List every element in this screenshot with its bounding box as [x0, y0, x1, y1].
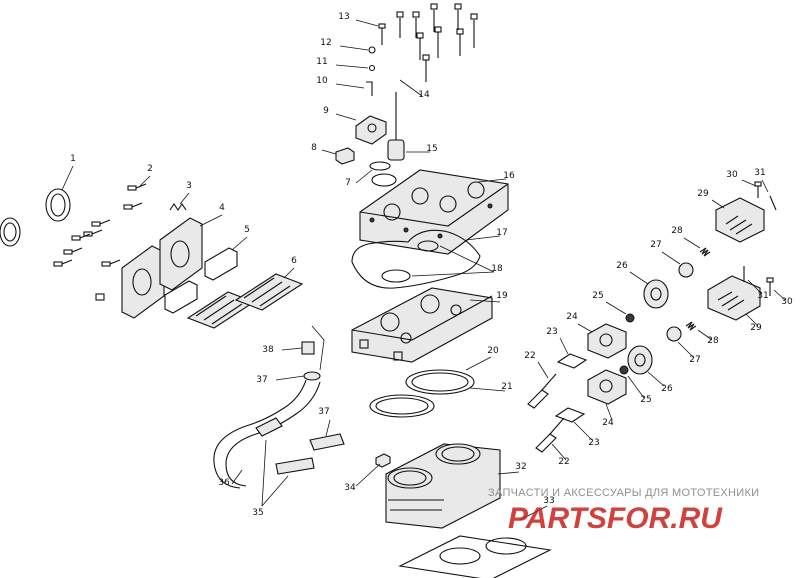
callout-c2: 2	[147, 164, 153, 174]
fitting-part-38	[281, 341, 315, 355]
hose-routing-line	[311, 325, 325, 371]
callout-c6: 6	[291, 256, 297, 266]
callout-c37a: 37	[256, 375, 267, 385]
callout-c29b: 29	[750, 323, 762, 333]
callout-c19: 19	[496, 291, 508, 301]
callout-c16: 16	[503, 171, 515, 181]
fitting-part-8	[321, 147, 355, 165]
callout-c25a: 25	[592, 291, 603, 301]
head-gasket-part-17	[351, 229, 501, 289]
washer-part-12	[339, 45, 376, 54]
callout-c8: 8	[311, 143, 317, 153]
base-gasket-part-33	[398, 505, 552, 578]
callout-c26a: 26	[616, 261, 628, 271]
watermark: ЗАПЧАСТИ И АКСЕССУАРЫ ДЛЯ МОТОТЕХНИКИ PA…	[488, 487, 759, 535]
seal-part-25	[605, 301, 645, 399]
sensor-part-10	[335, 81, 373, 96]
callout-labels: 1234567891011121314151617181920212222232…	[70, 12, 793, 518]
callout-c36: 36	[218, 478, 230, 488]
callout-c9: 9	[323, 106, 329, 116]
callout-c31b: 31	[757, 291, 768, 301]
head-bolts-part-13	[378, 3, 478, 82]
base-gasket-part-20	[405, 356, 492, 395]
callout-c38: 38	[262, 345, 274, 355]
clamp-part-1	[0, 165, 74, 247]
callout-c27a: 27	[650, 240, 661, 250]
spring-part-28	[683, 237, 713, 341]
callout-c21: 21	[501, 382, 512, 392]
housing-part-24	[577, 323, 627, 421]
callout-c30b: 30	[781, 297, 793, 307]
hose-part-36	[213, 379, 321, 489]
thermostat-housing-part-9	[335, 113, 387, 145]
cylinder-head-part-19	[351, 287, 501, 363]
callout-c35: 35	[252, 508, 263, 518]
callout-c24b: 24	[602, 418, 614, 428]
callout-c34: 34	[344, 483, 356, 493]
gasket-part-23	[554, 337, 593, 441]
callout-c12: 12	[320, 38, 331, 48]
impeller-part-26	[627, 271, 669, 387]
gear-part-27	[661, 251, 695, 359]
valve-part-22	[527, 361, 567, 461]
callout-c32: 32	[515, 462, 526, 472]
cover-part-29-bottom	[707, 275, 761, 327]
hose-part-35	[255, 417, 315, 507]
callout-c22b: 22	[558, 457, 569, 467]
callout-c29a: 29	[697, 189, 709, 199]
callout-c11: 11	[316, 57, 327, 67]
callout-c3: 3	[186, 181, 192, 191]
cover-part-29-top	[711, 197, 765, 243]
callout-c25b: 25	[640, 395, 651, 405]
callout-c18: 18	[491, 264, 503, 274]
callout-c14: 14	[418, 90, 430, 100]
head-cover-part-16	[359, 169, 509, 255]
base-gasket-part-21	[369, 387, 506, 418]
callout-c15: 15	[426, 144, 437, 154]
reed-valve-part-6	[186, 267, 304, 329]
cylinder-part-32	[385, 443, 520, 529]
callout-c24a: 24	[566, 312, 578, 322]
flange-part-4	[121, 214, 223, 319]
callout-c37b: 37	[318, 407, 329, 417]
callout-c5: 5	[244, 225, 250, 235]
screw-part-30	[754, 181, 777, 296]
oring-part-7	[355, 161, 391, 184]
thermostat-part-15	[387, 139, 430, 161]
callout-c33: 33	[543, 496, 554, 506]
callout-c27b: 27	[689, 355, 700, 365]
callout-c17: 17	[496, 228, 507, 238]
stud-part-14	[395, 79, 423, 140]
callout-c22a: 22	[524, 351, 535, 361]
callout-c23a: 23	[546, 327, 557, 337]
callout-c26b: 26	[661, 384, 673, 394]
callout-c28a: 28	[671, 226, 683, 236]
oring-part-18	[381, 240, 495, 283]
callout-c31a: 31	[754, 168, 765, 178]
callout-c1: 1	[70, 154, 76, 164]
callout-c7: 7	[345, 178, 351, 188]
gasket-part-5	[164, 236, 248, 314]
watermark-logo: PARTSFOR.RU	[508, 502, 723, 535]
fitting-part-37	[275, 371, 345, 451]
spring-part-3	[169, 192, 190, 211]
callout-c30a: 30	[726, 170, 738, 180]
callout-c20: 20	[487, 346, 499, 356]
callout-c13: 13	[338, 12, 349, 22]
callout-c10: 10	[316, 76, 328, 86]
callout-c23b: 23	[588, 438, 599, 448]
watermark-tagline: ЗАПЧАСТИ И АКСЕССУАРЫ ДЛЯ МОТОТЕХНИКИ	[488, 487, 759, 499]
bolts-part-2	[53, 175, 151, 301]
nut-part-11	[335, 64, 376, 72]
callout-c4: 4	[219, 203, 225, 213]
plug-part-34	[355, 453, 391, 487]
screw-part-31	[743, 179, 769, 295]
callout-c28b: 28	[707, 336, 719, 346]
